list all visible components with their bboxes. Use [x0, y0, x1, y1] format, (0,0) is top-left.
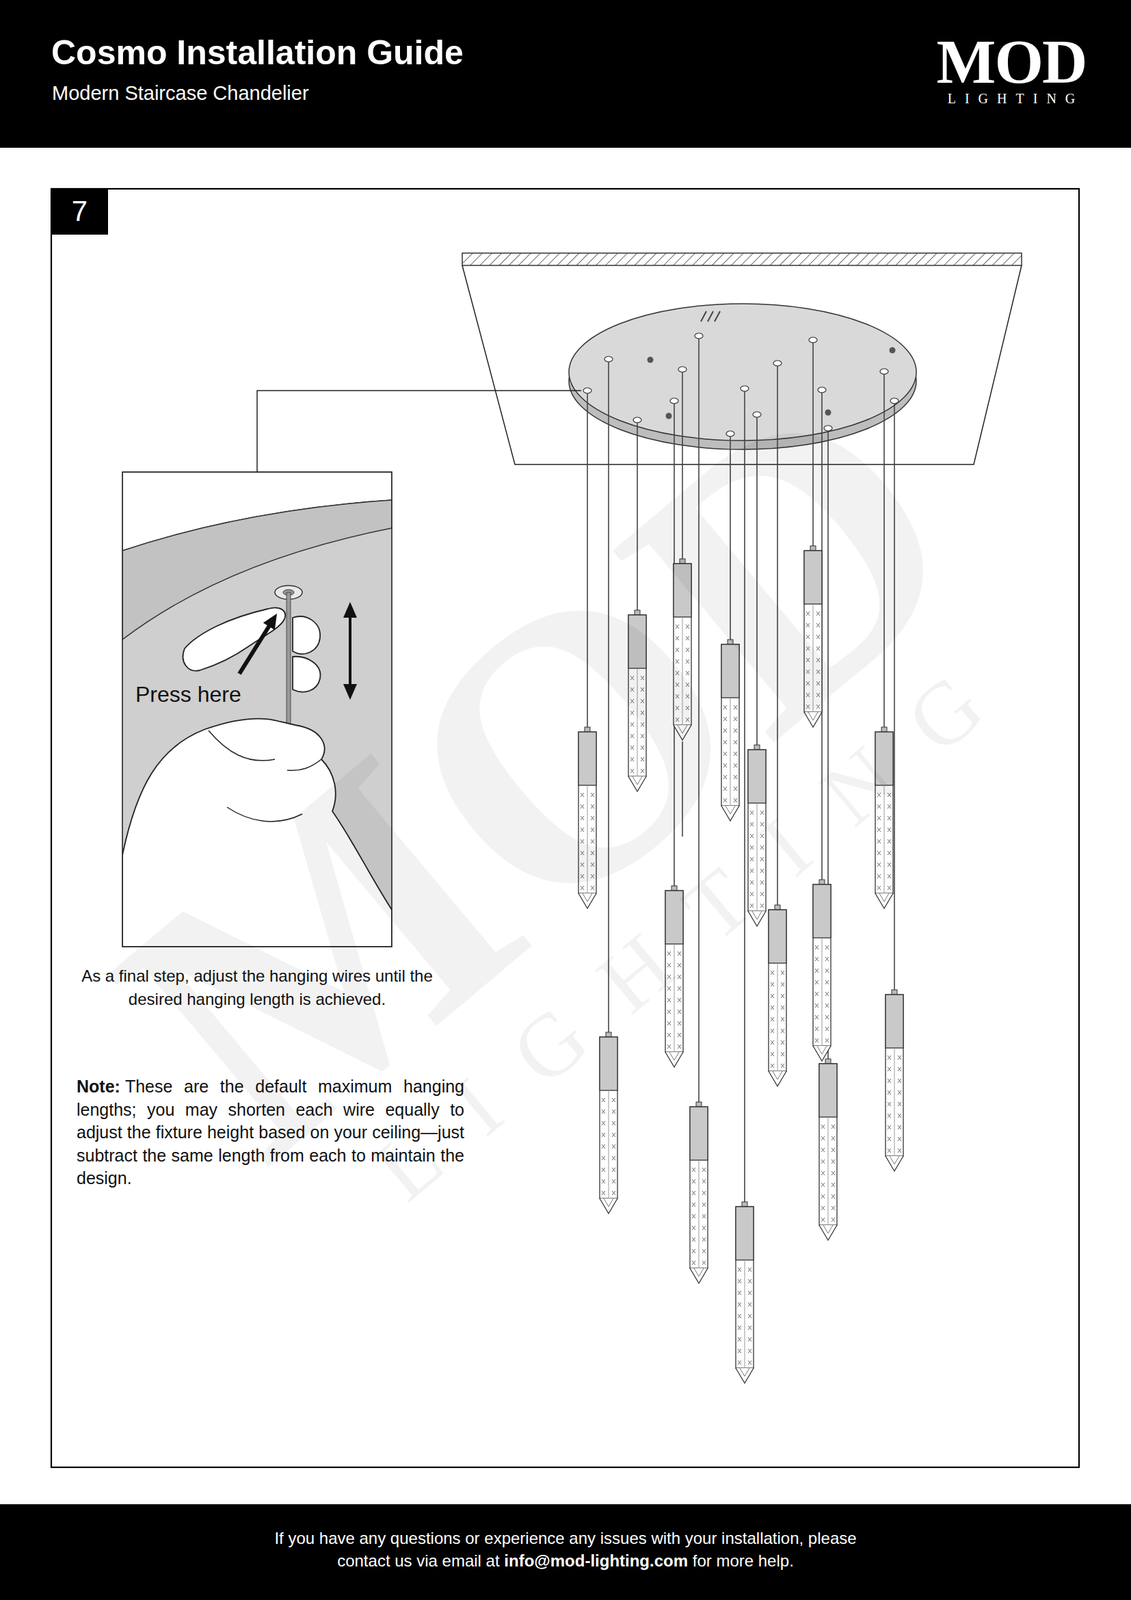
hole [670, 397, 679, 404]
hole [817, 387, 827, 393]
wire [883, 371, 885, 727]
brand-tagline: LIGHTING [934, 91, 1089, 106]
pendant [673, 558, 692, 740]
step-number-text: 7 [71, 195, 88, 228]
pendants [578, 545, 904, 1383]
pendant [804, 545, 822, 727]
step-frame [51, 188, 1080, 1467]
ceiling-plane [462, 265, 1022, 465]
canopy [568, 303, 917, 441]
adjust-arrow [348, 614, 352, 688]
pendant [768, 904, 787, 1086]
screw [666, 413, 673, 420]
pendant [599, 1031, 618, 1214]
wire [743, 388, 746, 1202]
hole [808, 337, 818, 343]
pendant [819, 1058, 837, 1240]
hand-finger [292, 616, 321, 654]
page-title: Cosmo Installation Guide [51, 34, 464, 72]
brand-logo: MOD [934, 30, 1089, 93]
arrow-head [343, 683, 357, 700]
leader-line [257, 390, 582, 472]
title-slot: Cosmo Installation Guide [51, 34, 464, 72]
pendant [689, 1101, 708, 1283]
ceiling [462, 253, 1022, 266]
wire [893, 400, 896, 990]
footer-bar [0, 1503, 1131, 1600]
wire [607, 358, 610, 1032]
hole [740, 385, 749, 392]
note-text: These are the default maximum hanging le… [76, 1076, 465, 1188]
knuckle-lines [208, 730, 322, 822]
wire [756, 414, 758, 745]
hole [694, 333, 703, 339]
pendant [813, 879, 831, 1061]
wire [812, 339, 814, 546]
canopy-screws [647, 347, 896, 420]
pendant [748, 744, 766, 926]
label-slot: Press here [135, 681, 242, 708]
pendant [875, 726, 894, 909]
wire [681, 741, 684, 837]
instruction-text: As a final step, adjust the hanging wire… [58, 964, 456, 1011]
hand-thumb [183, 607, 286, 671]
detail-inset [122, 471, 392, 947]
callout-label: Press here [135, 681, 242, 708]
footer-block: If you have any questions or experience … [257, 1526, 874, 1572]
hole [583, 387, 592, 394]
hole [880, 368, 889, 375]
label-slot: Modern Staircase Chandelier [51, 82, 310, 105]
hole [823, 425, 833, 431]
watermark: LIGHTING [283, 594, 1074, 1279]
hole [633, 417, 642, 423]
note-heading: Note: [76, 1076, 121, 1096]
vent-slots [700, 311, 721, 322]
header-bar [0, 0, 1131, 148]
pendant [735, 1201, 754, 1383]
note-block: Note:These are the default maximum hangi… [76, 1074, 465, 1190]
inset-ground [122, 471, 392, 947]
hole [773, 360, 782, 366]
wire [698, 335, 700, 1102]
wire [681, 369, 684, 559]
pendant [885, 989, 904, 1171]
pendant [721, 639, 740, 821]
arrow-head [263, 613, 277, 630]
label-slot: As a final step, adjust the hanging wire… [58, 964, 456, 1011]
pendant [578, 726, 597, 909]
press-arrow [239, 624, 271, 674]
hole [890, 397, 899, 404]
hanging-wires [587, 335, 895, 1202]
wire [729, 433, 731, 640]
footer-text: for more help. [692, 1550, 794, 1570]
label-slot: MOD [934, 30, 1089, 93]
hole [678, 366, 687, 372]
footer-email: info@mod-lighting.com [503, 1550, 688, 1570]
arrow-head [343, 601, 357, 618]
hand-finger [292, 656, 321, 693]
inset-frame [122, 471, 392, 947]
wire-holes [583, 333, 899, 437]
hole [752, 411, 762, 418]
hole [604, 356, 613, 362]
wire [586, 390, 589, 727]
hole [726, 430, 735, 437]
hand-fist [122, 718, 392, 947]
screw [825, 409, 832, 416]
wire [636, 419, 638, 610]
screw [889, 347, 896, 354]
label-slot: LIGHTING [934, 91, 1089, 106]
wire [776, 363, 779, 905]
screw [647, 356, 654, 364]
subtitle: Modern Staircase Chandelier [51, 82, 310, 105]
pendant [628, 609, 647, 792]
step-number: 7 [51, 188, 109, 235]
pendant [665, 885, 684, 1067]
